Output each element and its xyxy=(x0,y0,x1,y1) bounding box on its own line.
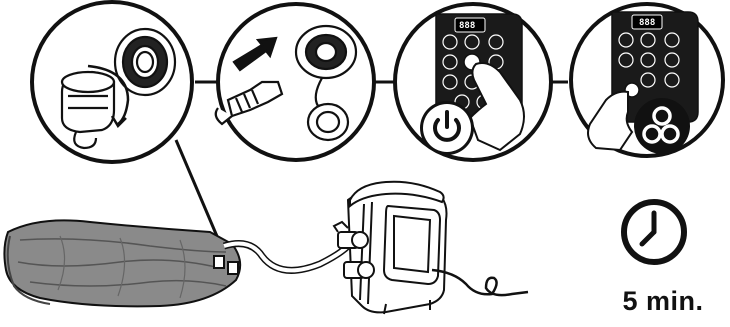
clock-icon xyxy=(621,199,687,265)
step4-circle xyxy=(569,2,725,158)
display-readout-2: 888 xyxy=(639,18,656,28)
power-button-icon xyxy=(420,101,474,155)
step2-circle xyxy=(214,2,376,162)
valve-cap-unscrew-icon xyxy=(60,27,177,150)
air-mattress xyxy=(3,219,242,308)
duration-label: 5 min. xyxy=(622,286,704,316)
pump-unit xyxy=(332,180,529,315)
display-readout: 888 xyxy=(459,21,476,31)
control-panel-2 xyxy=(587,11,699,152)
air-hose xyxy=(222,240,351,274)
step3-circle xyxy=(393,2,553,162)
step1-circle xyxy=(30,0,194,164)
hose-connect-icon xyxy=(214,24,358,142)
inflate-button-icon xyxy=(634,98,690,154)
